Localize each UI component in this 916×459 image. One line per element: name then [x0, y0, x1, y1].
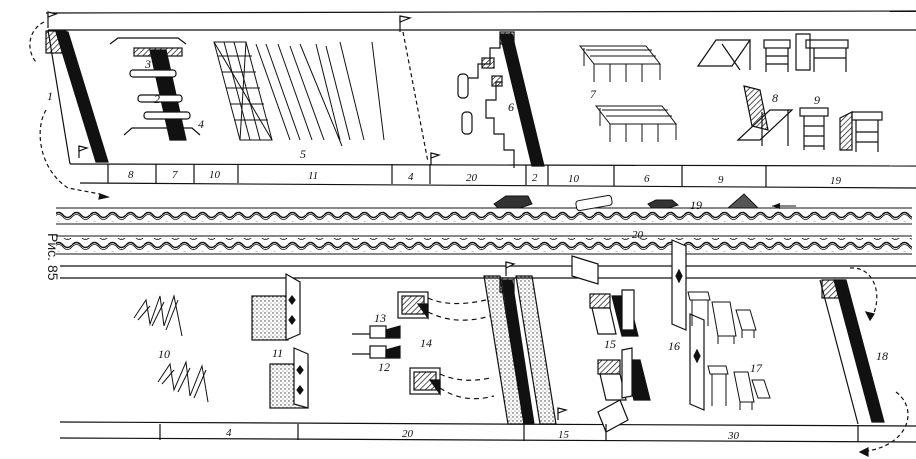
rock-obstacle — [647, 199, 680, 209]
flag-icon — [557, 407, 569, 420]
bottom-scale-line — [59, 437, 916, 443]
top-item-labels: 1 2 3 4 5 6 7 8 9 — [47, 57, 820, 161]
scale-label: 10 — [568, 173, 580, 185]
item-label: 13 — [374, 311, 386, 325]
item-label: 7 — [590, 87, 597, 101]
sand-strip — [515, 275, 557, 425]
flag-icon — [78, 145, 90, 158]
route-arrow — [29, 21, 45, 63]
item-label: 1 — [47, 89, 53, 103]
balance-beam-obstacle — [109, 37, 201, 141]
item-label: 15 — [604, 337, 616, 351]
arrow-head-icon — [772, 203, 780, 209]
dashed-zone-line — [402, 31, 429, 163]
log-obstacle — [575, 194, 613, 212]
item-label: 12 — [378, 360, 390, 374]
item-label: 4 — [198, 117, 204, 131]
item-label: 5 — [300, 147, 306, 161]
scale-label: 11 — [308, 170, 318, 182]
steps-wall-obstacle — [457, 31, 545, 168]
bottom-lower-line — [59, 421, 916, 427]
top-boundary-line — [45, 10, 916, 14]
item-label: 2 — [154, 92, 160, 106]
scale-label: 2 — [532, 172, 538, 184]
flag-icon — [399, 15, 413, 32]
net-obstacle — [213, 41, 385, 147]
parallel-bars-obstacle — [578, 45, 678, 142]
ramp-obstacle — [696, 39, 794, 146]
target-pit-obstacle — [397, 291, 495, 400]
barbed-fence-obstacle — [133, 294, 209, 403]
flag-icon — [430, 152, 442, 165]
top-strip — [29, 10, 916, 200]
item-label: 6 — [508, 100, 514, 114]
middle-strip: 19 20 — [56, 193, 912, 255]
item-label: 16 — [668, 339, 680, 353]
board-obstacle — [671, 239, 705, 411]
scale-label: 4 — [408, 171, 414, 183]
item-label: 8 — [772, 91, 778, 105]
top-scale-labels: 8 7 10 11 4 20 2 10 6 9 19 — [128, 169, 842, 187]
scale-label: 15 — [558, 429, 570, 441]
top-scale-line — [79, 182, 916, 189]
arrow-head-icon — [98, 193, 111, 200]
flag-icon — [505, 261, 516, 276]
mound-obstacle — [726, 193, 760, 209]
item-label: 14 — [420, 336, 432, 350]
item-label: 19 — [690, 198, 702, 212]
scale-label: 20 — [632, 229, 644, 241]
rock-obstacle — [493, 195, 533, 209]
top-lower-line — [69, 163, 916, 167]
bottom-scale-labels: 4 20 15 30 — [226, 427, 740, 442]
scale-label: 20 — [466, 172, 478, 184]
scale-label: 10 — [209, 169, 221, 181]
item-label: 11 — [272, 346, 283, 360]
ladder-frame-obstacle — [763, 33, 883, 152]
scale-label: 30 — [727, 430, 740, 442]
firing-point-obstacle — [352, 325, 401, 359]
item-label: 18 — [876, 349, 888, 363]
item-label: 9 — [814, 93, 820, 107]
end-wall-top — [821, 279, 845, 299]
route-arrow — [849, 267, 878, 321]
wall-obstacle — [251, 272, 309, 409]
ditch-band-lower — [56, 238, 912, 252]
item-label: 17 — [750, 361, 763, 375]
item-label: 10 — [158, 347, 170, 361]
scale-label: 6 — [644, 173, 650, 185]
route-arrow — [39, 109, 101, 195]
scale-label: 7 — [172, 169, 178, 181]
scale-label: 19 — [830, 175, 842, 187]
bottom-strip — [59, 239, 916, 457]
flag-icon — [47, 11, 59, 28]
scale-label: 8 — [128, 169, 134, 181]
item-label: 3 — [144, 57, 151, 71]
ditch-band-upper — [56, 210, 912, 222]
bench-obstacle — [687, 291, 771, 410]
scale-label: 20 — [402, 428, 414, 440]
route-arrow — [859, 391, 909, 453]
bottom-item-labels: 10 11 12 13 14 15 16 17 18 — [158, 311, 888, 375]
scale-label: 4 — [226, 427, 232, 439]
climbing-wall-obstacle — [571, 255, 651, 433]
start-wall-1-top — [45, 30, 67, 54]
scale-label: 9 — [718, 174, 724, 186]
